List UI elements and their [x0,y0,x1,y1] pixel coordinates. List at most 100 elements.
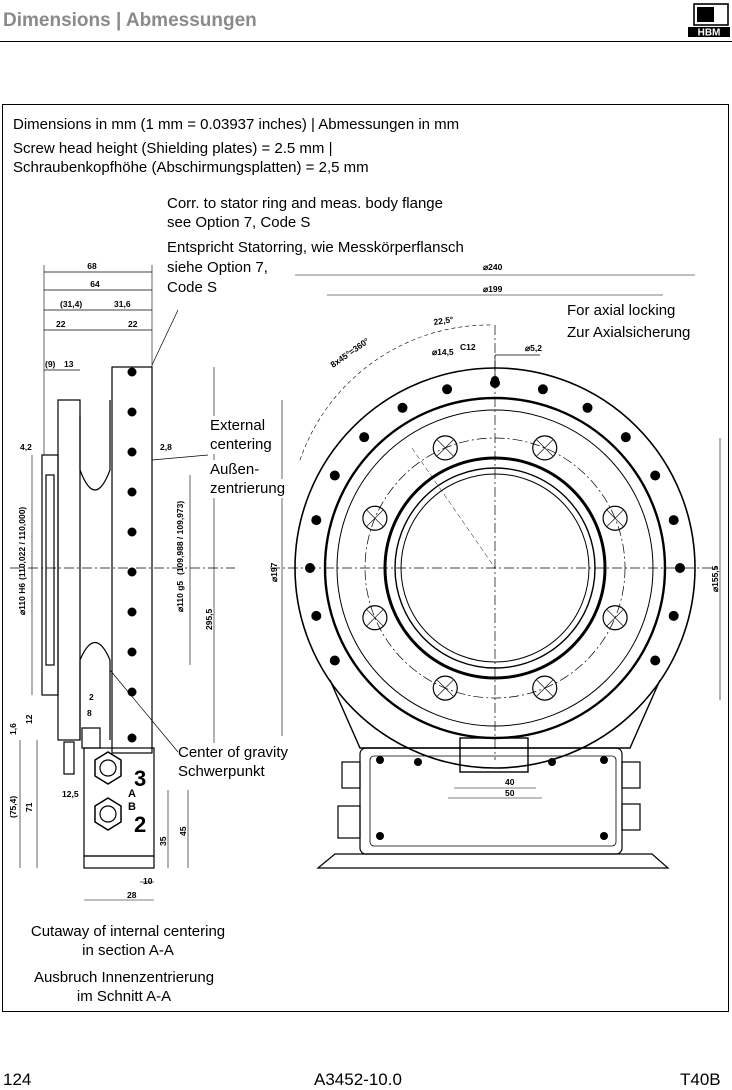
dim-9: (9) [45,359,56,369]
mounting-hole-cross [606,609,624,626]
connector-3-label: 3 [134,766,146,791]
cutaway-de-2: im Schnitt A-A [76,988,172,1005]
logo-text: HBM [698,28,721,38]
center-of-gravity-de: Schwerpunkt [178,762,265,781]
aussen-zentrierung-2: zentrierung [210,479,286,498]
side-bolt [127,647,137,657]
dim-199: ⌀199 [483,284,503,294]
flange-bolt [397,402,408,413]
flange-bolt [668,515,679,526]
side-bolt [127,733,137,743]
housing-screw [414,758,422,766]
dim-31-6: 31,6 [114,299,131,309]
axial-lock-hole [491,376,499,384]
side-bolt [127,407,137,417]
mounting-hole-cross [536,679,553,697]
axial-note-en: For axial locking [567,301,676,320]
dim-197: ⌀197 [269,562,279,582]
dim-22-5: 22,5° [433,314,455,327]
mounting-hole [602,605,628,631]
connector-a-label: A [128,788,136,800]
housing-screw [600,832,608,840]
mounting-hole-cross [366,510,384,527]
side-bolt [127,487,137,497]
mounting-hole [362,605,388,631]
front-view [270,274,721,869]
mounting-hole-cross [437,439,454,457]
flange-bolt [650,655,661,666]
mounting-hole [602,505,628,531]
dim-1-6: 1,6 [8,723,18,735]
ent-note-2: siehe Option 7, [167,258,268,277]
dim-40: 40 [505,777,515,787]
dim-c12: C12 [460,342,476,352]
flange-bolt [675,563,685,573]
side-bolt [127,447,137,457]
cutaway-en-2: in section A-A [82,942,174,959]
dim-2: 2 [89,692,94,702]
external-centering-2: centering [210,435,272,454]
flange-bolt [329,655,340,666]
ent-note-1: Entspricht Statorring, wie Messkörperfla… [167,239,464,256]
mounting-hole [432,435,458,461]
flange-bolt [668,610,679,621]
side-bolt [127,527,137,537]
mounting-hole [362,505,388,531]
hbm-logo: HBM [688,3,730,39]
dim-10: 10 [143,876,153,886]
dim-75-4: (75,4) [8,796,18,818]
dim-31-4: (31,4) [60,299,82,309]
flange-bolt [537,384,548,395]
housing-screw [376,756,384,764]
dim-22a: 22 [56,319,66,329]
dim-45: 45 [178,826,188,836]
mounting-hole-cross [536,439,553,457]
dim-68: 68 [87,261,97,271]
flange-bolt [582,402,593,413]
center-of-gravity-en: Center of gravity [178,743,289,762]
mounting-hole-cross [437,679,454,697]
document-number: A3452-10.0 [314,1070,402,1089]
aussen-zentrierung-1: Außen- [210,460,260,479]
flange-bolt [650,470,661,481]
dim-64: 64 [90,279,100,289]
dim-8: 8 [87,708,92,718]
cutaway-en-1: Cutaway of internal centering [30,923,226,940]
side-bolt [127,367,137,377]
header-rule [0,41,732,42]
mounting-hole [532,675,558,701]
mounting-hole-cross [366,609,384,626]
housing-screw [600,756,608,764]
screw-note-en: Screw head height (Shielding plates) = 2… [13,140,333,157]
dim-71: 71 [24,802,34,812]
dim-110-g5-tol: (109,988 / 109,973) [175,501,185,575]
dim-5-2: ⌀5,2 [525,343,542,353]
mounting-hole [432,675,458,701]
dim-22b: 22 [128,319,138,329]
flange-bolt [311,610,322,621]
ent-note-3: Code S [167,278,218,297]
dim-4-2: 4,2 [20,442,32,452]
axial-note-de: Zur Axialsicherung [567,323,691,342]
corr-note-2: see Option 7, Code S [167,214,311,231]
dim-28: 28 [127,890,137,900]
dim-12: 12 [24,714,34,724]
dim-110-h6: ⌀110 H6 [17,583,27,615]
corr-note-1: Corr. to stator ring and meas. body flan… [167,195,443,212]
side-bolt [127,607,137,617]
dim-8x45: 8x45°=360° [328,335,371,369]
mounting-hole-cross [606,510,624,527]
page-title: Dimensions | Abmessungen [3,10,257,31]
flange-bolt [305,563,315,573]
drawing-frame [2,104,729,1012]
housing-screw [376,832,384,840]
side-view [10,265,235,901]
external-centering-1: External [210,416,266,435]
dim-12-5: 12,5 [62,789,79,799]
flange-bolt [620,432,631,443]
mounting-hole [532,435,558,461]
dim-110-h6-tol: (110,022 / 110,000) [17,507,27,580]
side-bolt [127,567,137,577]
dim-50: 50 [505,788,515,798]
